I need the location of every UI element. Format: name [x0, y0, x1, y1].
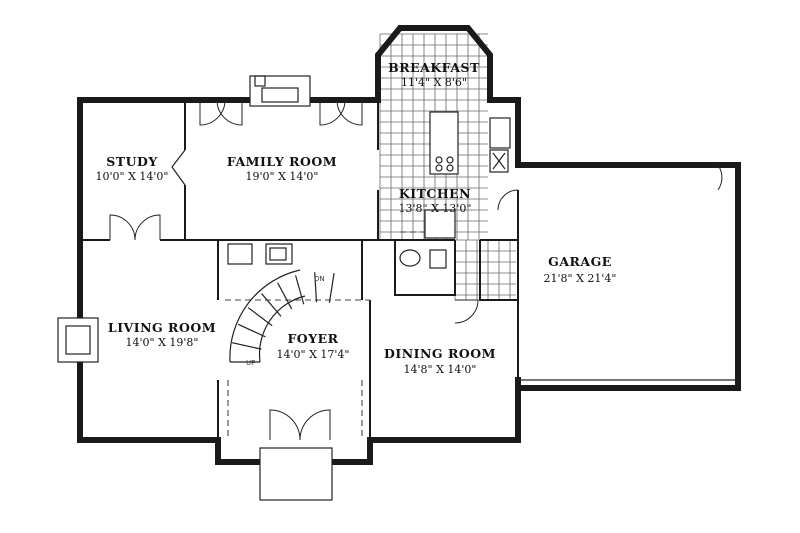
fireplace-living-room: [57, 317, 99, 363]
room-label-dining-room: DINING ROOM 14'8" X 14'0": [384, 346, 496, 376]
room-label-breakfast: BREAKFAST 11'4" X 8'6": [388, 60, 480, 89]
svg-text:DINING ROOM: DINING ROOM: [384, 346, 496, 361]
svg-text:KITCHEN: KITCHEN: [399, 186, 471, 201]
room-label-family-room: FAMILY ROOM 19'0" X 14'0": [227, 154, 337, 183]
svg-text:FOYER: FOYER: [287, 331, 338, 346]
kitchen-fixtures: [424, 111, 511, 239]
svg-text:13'8" X 13'0": 13'8" X 13'0": [399, 202, 472, 215]
svg-text:STUDY: STUDY: [106, 154, 158, 169]
room-label-garage: GARAGE 21'8" X 21'4": [544, 254, 617, 285]
svg-text:GARAGE: GARAGE: [548, 254, 612, 269]
stair-down-label: DN: [314, 275, 325, 283]
svg-text:10'0" X 14'0": 10'0" X 14'0": [96, 170, 169, 183]
powder-room-fixtures: [399, 249, 447, 269]
svg-text:BREAKFAST: BREAKFAST: [388, 60, 480, 75]
room-label-kitchen: KITCHEN 13'8" X 13'0": [399, 186, 472, 215]
svg-text:LIVING ROOM: LIVING ROOM: [108, 320, 216, 335]
stair-up-label: UP: [246, 359, 255, 367]
svg-text:19'0" X 14'0": 19'0" X 14'0": [246, 170, 319, 183]
room-label-living-room: LIVING ROOM 14'0" X 19'8": [108, 320, 216, 349]
fireplace-family-room: [249, 75, 311, 107]
exterior-walls: [77, 25, 741, 465]
room-label-study: STUDY 10'0" X 14'0": [96, 154, 169, 183]
room-label-foyer: FOYER 14'0" X 17'4": [277, 331, 350, 361]
svg-text:FAMILY ROOM: FAMILY ROOM: [227, 154, 337, 169]
stair-flight: [229, 269, 335, 363]
front-porch: [259, 447, 333, 501]
kitchen-tile-grid: [379, 33, 516, 300]
svg-text:14'8" X 14'0": 14'8" X 14'0": [404, 363, 477, 376]
svg-text:14'0" X 17'4": 14'0" X 17'4": [277, 348, 350, 361]
svg-text:11'4" X 8'6": 11'4" X 8'6": [401, 76, 467, 89]
svg-text:21'8" X 21'4": 21'8" X 21'4": [544, 272, 617, 285]
svg-text:14'0" X 19'8": 14'0" X 19'8": [126, 336, 199, 349]
laundry-nook: [227, 243, 293, 265]
doors: [109, 99, 723, 441]
dashed-openings: [225, 231, 455, 440]
interior-walls: [80, 100, 519, 440]
